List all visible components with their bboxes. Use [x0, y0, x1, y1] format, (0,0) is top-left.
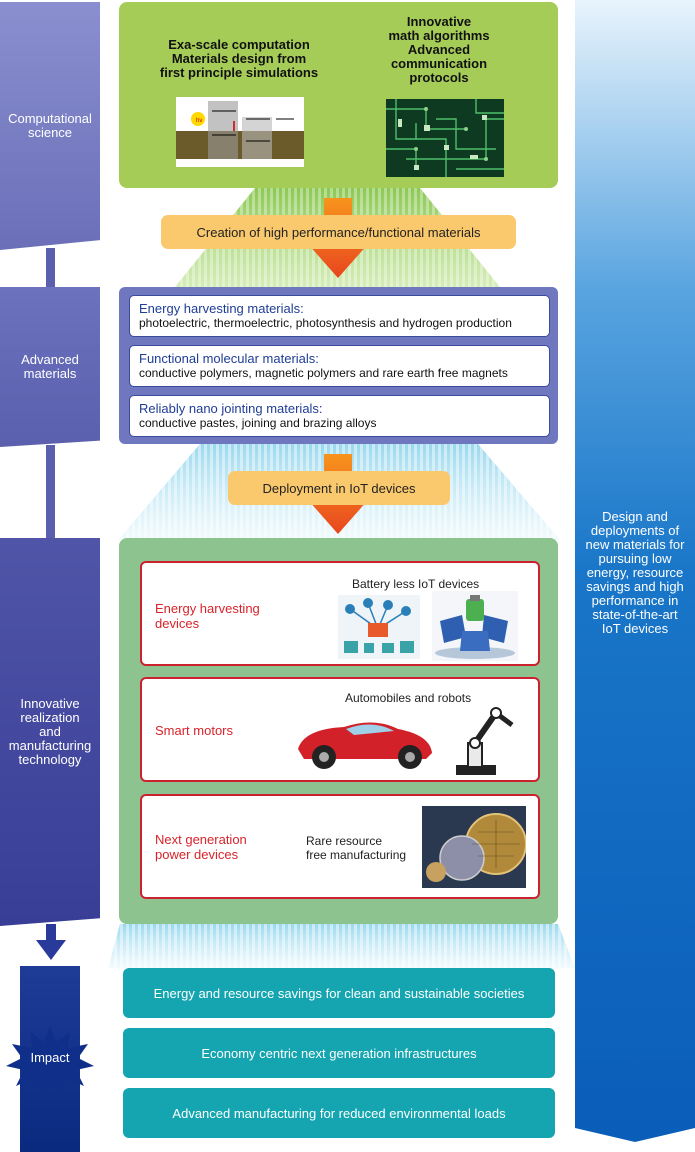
material-heading: Reliably nano jointing materials:	[139, 401, 323, 416]
right-column-text: Design and deployments of new materials …	[575, 510, 695, 636]
computation-box: Exa-scale computation Materials design f…	[119, 2, 558, 188]
impact-label: Impact	[30, 1050, 70, 1065]
device-title: Smart motors	[155, 723, 233, 738]
device-item-smart-motors: Smart motors Automobiles and robots	[140, 677, 540, 782]
right-text-line: savings and high	[586, 579, 684, 594]
diagram-label: Cathode	[278, 161, 294, 166]
material-body: conductive polymers, magnetic polymers a…	[139, 366, 508, 380]
stage-label-line: science	[27, 125, 73, 140]
iot-network-image	[338, 595, 420, 659]
devices-box: Energy harvesting devices Battery less I…	[119, 538, 558, 924]
right-text-line: pursuing low	[598, 551, 672, 566]
stage-label-line: materials	[23, 366, 77, 381]
diagram-label: Anode	[181, 161, 193, 166]
right-column-arrow	[575, 0, 695, 1142]
device-title-line: Energy harvesting	[155, 601, 260, 616]
impact-bar: Advanced manufacturing for reduced envir…	[123, 1088, 555, 1138]
caption-line: Rare resource	[306, 834, 383, 848]
impact-bar: Energy and resource savings for clean an…	[123, 968, 555, 1018]
material-item: Functional molecular materials: conducti…	[129, 345, 550, 387]
device-caption: Rare resource free manufacturing	[306, 834, 406, 862]
stage-label-line: and	[39, 724, 61, 739]
circuit-board-image	[386, 99, 504, 177]
creation-label: Creation of high performance/functional …	[161, 215, 516, 249]
materials-box: Energy harvesting materials: photoelectr…	[119, 287, 558, 444]
wafer-image	[422, 806, 526, 888]
material-heading: Functional molecular materials:	[139, 351, 319, 366]
device-title-line: Next generation	[155, 832, 247, 847]
material-item: Energy harvesting materials: photoelectr…	[129, 295, 550, 337]
material-body: photoelectric, thermoelectric, photosynt…	[139, 316, 512, 330]
heading-line: communication	[390, 56, 488, 71]
solar-panel-image	[432, 591, 518, 661]
device-title-line: power devices	[155, 847, 239, 862]
right-text-line: new materials for	[585, 537, 685, 552]
heading-line: first principle simulations	[159, 65, 319, 80]
diagram-label: Acceptor	[244, 161, 260, 166]
right-text-line: energy, resource	[586, 565, 684, 580]
heading-line: Materials design from	[171, 51, 307, 66]
heading-line: math algorithms	[388, 28, 490, 43]
caption-line: free manufacturing	[306, 848, 407, 862]
stage-label-line: realization	[20, 710, 80, 725]
heading-line: Exa-scale computation	[168, 37, 310, 52]
diagram-label: Donor	[214, 161, 226, 166]
computation-heading-right: Innovative math algorithms Advanced comm…	[369, 15, 509, 85]
stage-label-line: Computational	[8, 111, 92, 126]
right-text-line: state-of-the-art	[592, 607, 678, 622]
material-heading: Energy harvesting materials:	[139, 301, 304, 316]
heading-line: Advanced	[407, 42, 471, 57]
heading-line: protocols	[409, 70, 469, 85]
device-title: Energy harvesting devices	[155, 601, 260, 631]
right-text-line: Design and	[602, 509, 668, 524]
down-arrow-icon	[36, 924, 66, 960]
stage-innovative-manufacturing: Innovative realization and manufacturing…	[0, 538, 100, 926]
starburst-icon	[6, 1026, 94, 1090]
right-text-line: deployments of	[590, 523, 680, 538]
device-title-line: Smart motors	[155, 723, 234, 738]
device-title-line: devices	[155, 616, 200, 631]
stage-label-line: technology	[18, 752, 82, 767]
device-item-energy-harvesting: Energy harvesting devices Battery less I…	[140, 561, 540, 666]
deployment-label: Deployment in IoT devices	[228, 471, 450, 505]
right-text-line: performance in	[591, 593, 679, 608]
band-diagram-image: hν Anode Donor Acceptor Cathode	[176, 97, 304, 167]
svg-text:hν: hν	[196, 118, 202, 124]
connector	[46, 248, 55, 290]
material-body: conductive pastes, joining and brazing a…	[139, 416, 377, 430]
stage-label-line: manufacturing	[8, 738, 92, 753]
device-item-power-devices: Next generation power devices Rare resou…	[140, 794, 540, 899]
device-caption: Automobiles and robots	[345, 691, 472, 705]
right-text-line: IoT devices	[601, 621, 669, 636]
connector	[46, 445, 55, 541]
stage-label-line: Innovative	[20, 696, 80, 711]
material-item: Reliably nano jointing materials: conduc…	[129, 395, 550, 437]
device-title: Next generation power devices	[155, 832, 247, 862]
heading-line: Innovative	[406, 14, 472, 29]
stage-label-line: Advanced	[21, 352, 79, 367]
computation-heading-left: Exa-scale computation Materials design f…	[149, 38, 329, 80]
car-image	[298, 722, 432, 769]
impact-bar: Economy centric next generation infrastr…	[123, 1028, 555, 1078]
device-caption: Battery less IoT devices	[352, 577, 480, 591]
robot-arm-image	[456, 707, 514, 775]
